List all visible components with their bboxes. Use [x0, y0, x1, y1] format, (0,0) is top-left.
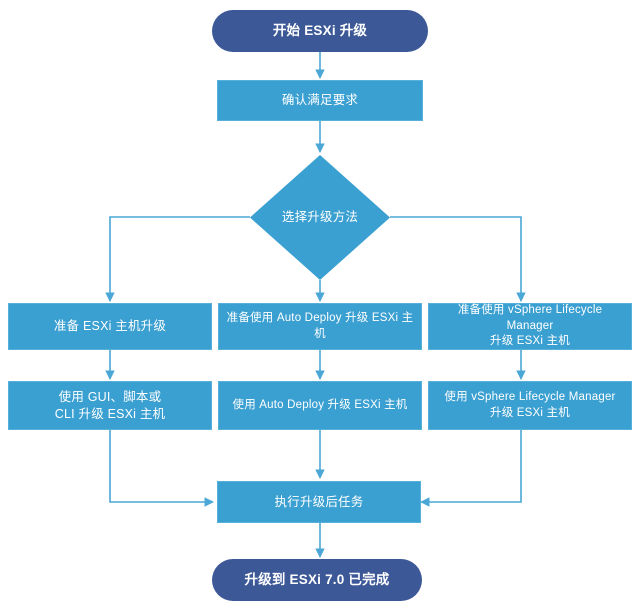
node-choose-method-label: 选择升级方法	[281, 210, 359, 225]
node-start[interactable]: 开始 ESXi 升级	[212, 10, 428, 52]
node-choose-method[interactable]: 选择升级方法	[250, 155, 390, 280]
edge-upgrade-vlcm-to-post	[420, 430, 522, 507]
edge-decision-to-prepare-vlcm	[390, 216, 526, 302]
node-upgrade-auto-deploy-label: 使用 Auto Deploy 升级 ESXi 主机	[232, 398, 408, 411]
node-end-label: 升级到 ESXi 7.0 已完成	[244, 571, 390, 587]
node-prepare-host-label: 准备 ESXi 主机升级	[53, 319, 167, 334]
node-prepare-host[interactable]: 准备 ESXi 主机升级	[8, 303, 212, 350]
node-upgrade-vlcm[interactable]: 使用 vSphere Lifecycle Manager 升级 ESXi 主机	[428, 381, 632, 430]
edge-upgrade-gui-to-post	[109, 430, 214, 507]
node-prepare-vlcm-label: 准备使用 vSphere Lifecycle Manager 升级 ESXi 主…	[457, 304, 603, 348]
decision-diamond-shape	[250, 155, 390, 280]
node-verify-requirements-label: 确认满足要求	[281, 93, 359, 108]
node-prepare-vlcm[interactable]: 准备使用 vSphere Lifecycle Manager 升级 ESXi 主…	[428, 303, 632, 350]
node-upgrade-gui-cli[interactable]: 使用 GUI、脚本或 CLI 升级 ESXi 主机	[8, 381, 212, 430]
node-prepare-auto-deploy[interactable]: 准备使用 Auto Deploy 升级 ESXi 主机	[218, 303, 422, 350]
node-upgrade-vlcm-label: 使用 vSphere Lifecycle Manager 升级 ESXi 主机	[444, 390, 616, 419]
node-upgrade-auto-deploy[interactable]: 使用 Auto Deploy 升级 ESXi 主机	[218, 381, 422, 430]
edge-decision-to-prepare-host	[105, 216, 250, 302]
node-prepare-auto-deploy-label: 准备使用 Auto Deploy 升级 ESXi 主机	[226, 311, 414, 340]
node-post-upgrade-label: 执行升级后任务	[274, 494, 364, 509]
node-end[interactable]: 升级到 ESXi 7.0 已完成	[212, 559, 422, 601]
node-upgrade-gui-cli-label: 使用 GUI、脚本或 CLI 升级 ESXi 主机	[54, 389, 166, 421]
node-verify-requirements[interactable]: 确认满足要求	[217, 80, 423, 121]
node-post-upgrade[interactable]: 执行升级后任务	[217, 481, 421, 523]
node-start-label: 开始 ESXi 升级	[272, 22, 368, 38]
